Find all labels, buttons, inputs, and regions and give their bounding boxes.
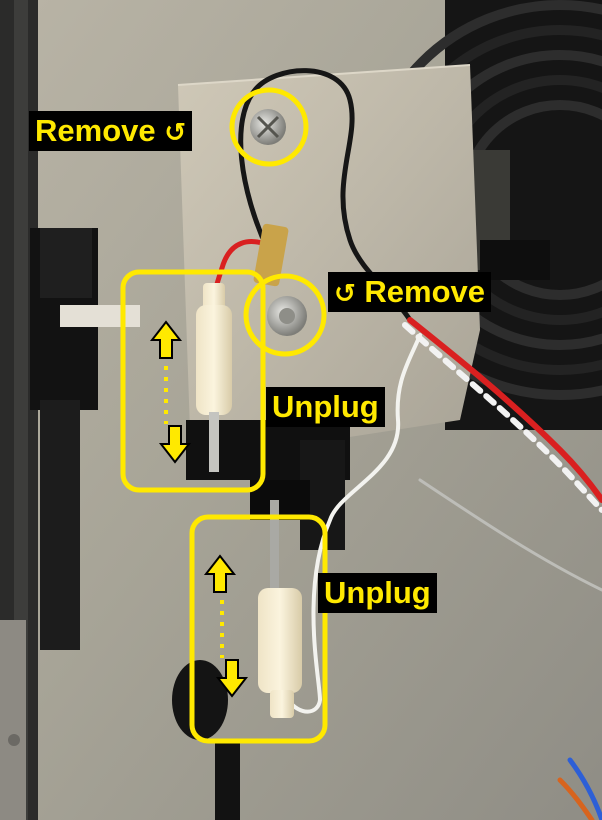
unplug-label-upper: Unplug: [266, 387, 385, 427]
highlight-box-lower: [189, 514, 328, 744]
remove-label-middle: ↺ Remove: [328, 272, 492, 312]
connector-upper: [196, 283, 232, 472]
unplug-label-lower: Unplug: [318, 573, 437, 613]
unplug-label-upper-text: Unplug: [272, 389, 379, 424]
remove-label-top: Remove ↺: [29, 111, 193, 151]
counterclockwise-arrow-icon: ↺: [334, 279, 356, 309]
red-wire-bundle: [407, 317, 602, 503]
remove-label-middle-text: Remove: [364, 274, 486, 309]
ring-terminal: [253, 223, 289, 287]
highlight-circle-middle: [243, 273, 327, 357]
screw-top: [250, 109, 286, 145]
white-wire: [286, 333, 422, 714]
up-down-arrow-icon-upper: [149, 320, 192, 464]
twisted-pair: [402, 322, 602, 513]
counterclockwise-arrow-icon: ↺: [164, 118, 187, 148]
black-wire: [238, 68, 413, 323]
up-down-arrow-icon-lower: [203, 554, 249, 698]
remove-label-top-text: Remove: [35, 113, 156, 148]
screw-middle: [267, 296, 307, 336]
unplug-label-lower-text: Unplug: [324, 575, 431, 610]
highlight-box-upper: [120, 269, 266, 493]
connector-lower: [258, 500, 302, 718]
highlight-circle-top: [229, 87, 309, 167]
black-bracket-left: [30, 228, 140, 650]
